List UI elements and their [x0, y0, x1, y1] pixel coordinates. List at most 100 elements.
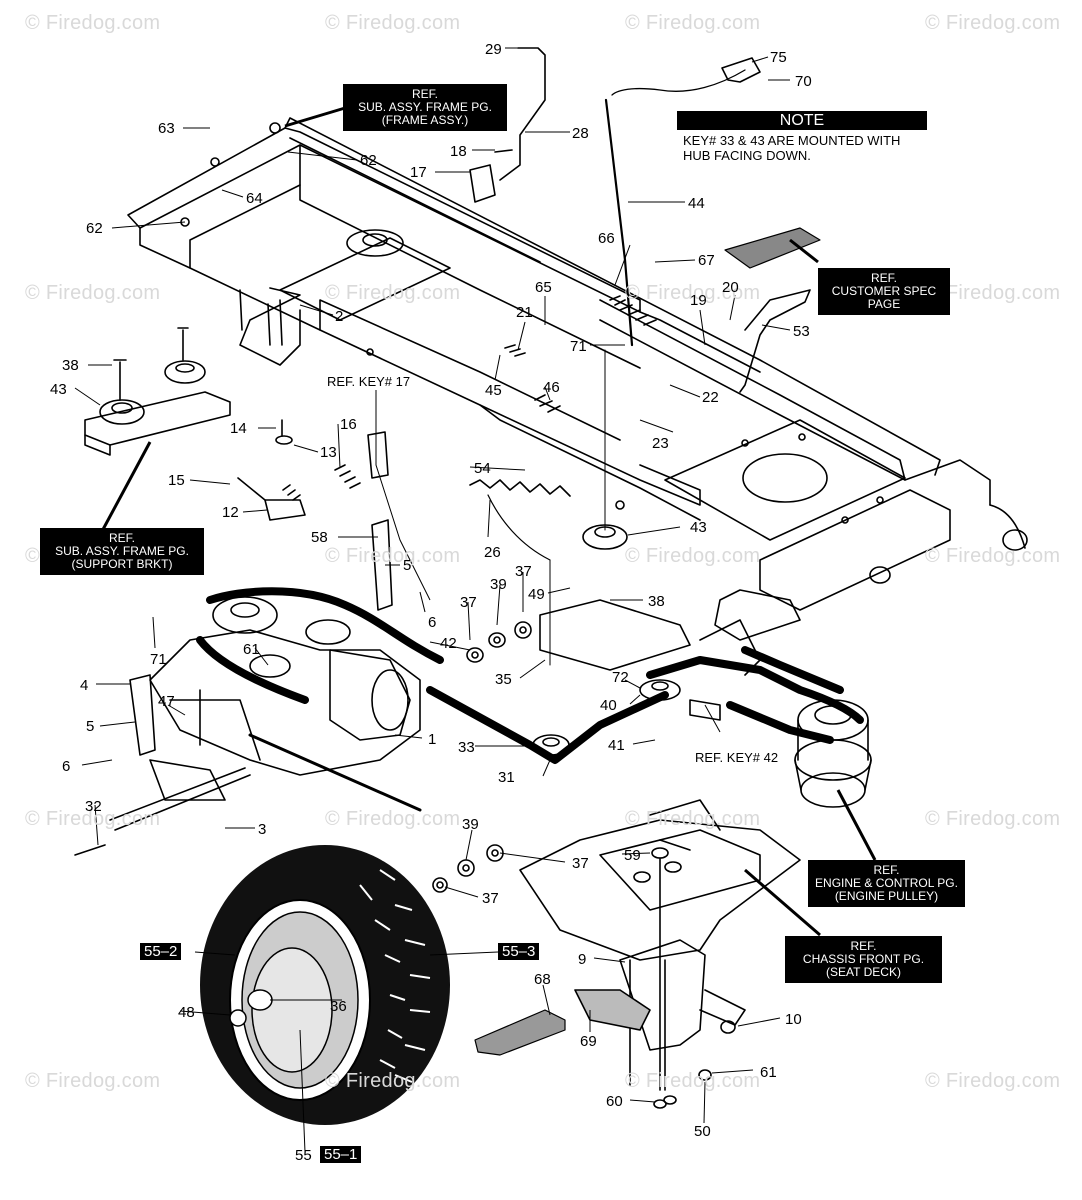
part-label: 26 — [484, 544, 501, 561]
part-label: 60 — [606, 1093, 623, 1110]
watermark: © Firedog.com — [625, 282, 761, 304]
watermark: © Firedog.com — [925, 12, 1061, 34]
tag-55-1: 55–1 — [320, 1146, 362, 1163]
watermark: © Firedog.com — [325, 282, 461, 304]
watermark: © Firedog.com — [325, 545, 461, 567]
part-label: 13 — [320, 444, 337, 461]
tag-55-3: 55–3 — [498, 943, 540, 960]
part-label: 61 — [760, 1064, 777, 1081]
part-label: 69 — [580, 1033, 597, 1050]
part-label: 22 — [702, 389, 719, 406]
note-title: NOTE — [677, 111, 927, 130]
part-label: 48 — [178, 1004, 195, 1021]
part-label: 5 — [86, 718, 95, 735]
part-label: 47 — [158, 693, 175, 710]
part-label: 71 — [570, 338, 587, 355]
ref-box-frame-assy: REF.SUB. ASSY. FRAME PG.(FRAME ASSY.) — [343, 84, 507, 131]
part-label: 40 — [600, 697, 617, 714]
watermark: © Firedog.com — [925, 282, 1061, 304]
part-label: 65 — [535, 279, 552, 296]
watermark: © Firedog.com — [25, 12, 161, 34]
watermark: © Firedog.com — [925, 1070, 1061, 1092]
part-label: 38 — [648, 593, 665, 610]
part-label: 39 — [462, 816, 479, 833]
part-label: 3 — [258, 821, 267, 838]
part-label: 58 — [311, 529, 328, 546]
ref-box-engine-pulley: REF.ENGINE & CONTROL PG.(ENGINE PULLEY) — [808, 860, 965, 907]
part-label: 14 — [230, 420, 247, 437]
part-label: 39 — [490, 576, 507, 593]
main-frame — [127, 117, 1028, 676]
part-label: 72 — [612, 669, 629, 686]
watermark: © Firedog.com — [925, 545, 1061, 567]
part-label: 64 — [246, 190, 263, 207]
part-label: 44 — [688, 195, 705, 212]
watermark: © Firedog.com — [25, 808, 161, 830]
watermark: © Firedog.com — [325, 12, 461, 34]
part-label: 50 — [694, 1123, 711, 1140]
ref-box-support-brkt: REF.SUB. ASSY. FRAME PG.(SUPPORT BRKT) — [40, 528, 204, 575]
part-label: 17 — [410, 164, 427, 181]
part-label: 4 — [80, 677, 89, 694]
ref-key-label: REF. KEY# 17 — [327, 374, 411, 389]
part-label: 37 — [460, 594, 477, 611]
watermark: © Firedog.com — [25, 282, 161, 304]
part-label: 62 — [360, 152, 377, 169]
watermark: © Firedog.com — [625, 808, 761, 830]
part-label: 45 — [485, 382, 502, 399]
part-label: 21 — [516, 304, 533, 321]
part-label: 68 — [534, 971, 551, 988]
part-label: 36 — [330, 998, 347, 1015]
part-label: 75 — [770, 49, 787, 66]
part-label: 23 — [652, 435, 669, 452]
part-label: 61 — [243, 641, 260, 658]
part-label: 33 — [458, 739, 475, 756]
part-label: 63 — [158, 120, 175, 137]
note-text: KEY# 33 & 43 ARE MOUNTED WITH HUB FACING… — [683, 133, 901, 163]
part-label: 19 — [690, 292, 707, 309]
part-label: 18 — [450, 143, 467, 160]
part-label: 1 — [428, 731, 437, 748]
part-label: 32 — [85, 798, 102, 815]
part-label: 5 — [403, 557, 412, 574]
part-label: 29 — [485, 41, 502, 58]
part-label: 2 — [335, 308, 344, 325]
part-label: 46 — [543, 379, 560, 396]
part-label: 6 — [62, 758, 71, 775]
part-label: 37 — [482, 890, 499, 907]
shift-rod — [499, 47, 546, 181]
part-label: 67 — [698, 252, 715, 269]
part-label: 66 — [598, 230, 615, 247]
part-label: 62 — [86, 220, 103, 237]
part-label: 37 — [515, 563, 532, 580]
part-label: 42 — [440, 635, 457, 652]
rear-bracket — [239, 287, 301, 366]
watermark: © Firedog.com — [625, 545, 761, 567]
part-label: 37 — [572, 855, 589, 872]
watermark: © Firedog.com — [25, 1070, 161, 1092]
watermark: © Firedog.com — [325, 808, 461, 830]
tag-55-2: 55–2 — [140, 943, 182, 960]
watermark: © Firedog.com — [625, 12, 761, 34]
part-label: 43 — [50, 381, 67, 398]
part-label: 71 — [150, 651, 167, 668]
ref-key-label: REF. KEY# 42 — [695, 750, 779, 765]
part-label: 49 — [528, 586, 545, 603]
part-label: 31 — [498, 769, 515, 786]
part-label: 43 — [690, 519, 707, 536]
part-label: 55 — [295, 1147, 312, 1164]
part-label: 9 — [578, 951, 587, 968]
part-label: 70 — [795, 73, 812, 90]
watermark: © Firedog.com — [925, 808, 1061, 830]
part-label: 15 — [168, 472, 185, 489]
part-label: 16 — [340, 416, 357, 433]
part-label: 20 — [722, 279, 739, 296]
part-label: 28 — [572, 125, 589, 142]
part-label: 10 — [785, 1011, 802, 1028]
part-label: 6 — [428, 614, 437, 631]
part-label: 59 — [624, 847, 641, 864]
part-label: 41 — [608, 737, 625, 754]
part-label: 35 — [495, 671, 512, 688]
